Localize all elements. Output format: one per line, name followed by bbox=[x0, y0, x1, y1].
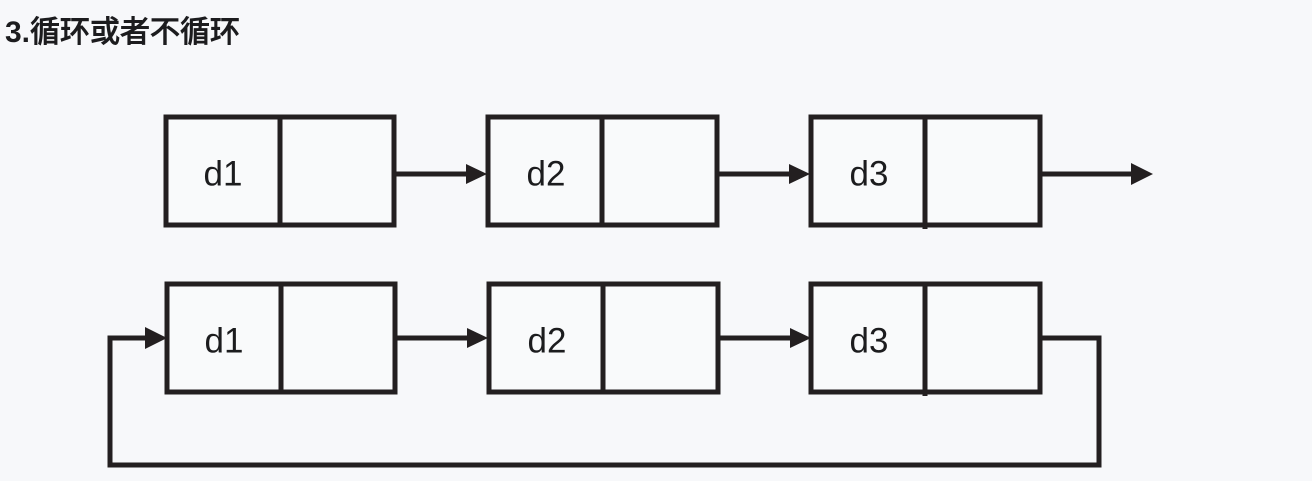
arrow-head-icon bbox=[790, 328, 811, 348]
node-label-d2: d2 bbox=[528, 321, 567, 360]
arrow-d2-to-d3-row2 bbox=[718, 328, 811, 348]
arrow-head-icon bbox=[467, 328, 488, 348]
page-title: 3.循环或者不循环 bbox=[5, 16, 241, 49]
list-row-circular: d1 d2 d3 bbox=[107, 281, 1102, 468]
node-label-d3: d3 bbox=[850, 154, 889, 193]
arrow-head-icon bbox=[1131, 163, 1153, 185]
arrow-head-icon bbox=[466, 164, 487, 184]
node-label-d1: d1 bbox=[205, 321, 244, 360]
node-d3-row1[interactable]: d3 bbox=[808, 114, 1043, 229]
node-d2-row2[interactable]: d2 bbox=[486, 281, 721, 395]
node-d2-row1[interactable]: d2 bbox=[485, 114, 720, 228]
loop-back-path bbox=[107, 335, 1102, 468]
list-row-non-circular: d1 d2 d3 bbox=[163, 114, 1153, 229]
node-d1-row2[interactable]: d1 bbox=[164, 281, 398, 395]
node-d1-row1[interactable]: d1 bbox=[163, 114, 397, 228]
arrow-head-icon bbox=[789, 164, 810, 184]
arrow-d2-to-d3-row1 bbox=[717, 164, 810, 184]
node-label-d3: d3 bbox=[850, 321, 889, 360]
terminator-arrow-row1 bbox=[1040, 163, 1153, 185]
arrow-d1-to-d2-row1 bbox=[394, 164, 487, 184]
node-d3-row2[interactable]: d3 bbox=[808, 281, 1043, 396]
node-label-d2: d2 bbox=[527, 154, 566, 193]
node-label-d1: d1 bbox=[204, 154, 243, 193]
loop-back-arrow-head-icon bbox=[145, 327, 167, 349]
arrow-d1-to-d2-row2 bbox=[395, 328, 488, 348]
